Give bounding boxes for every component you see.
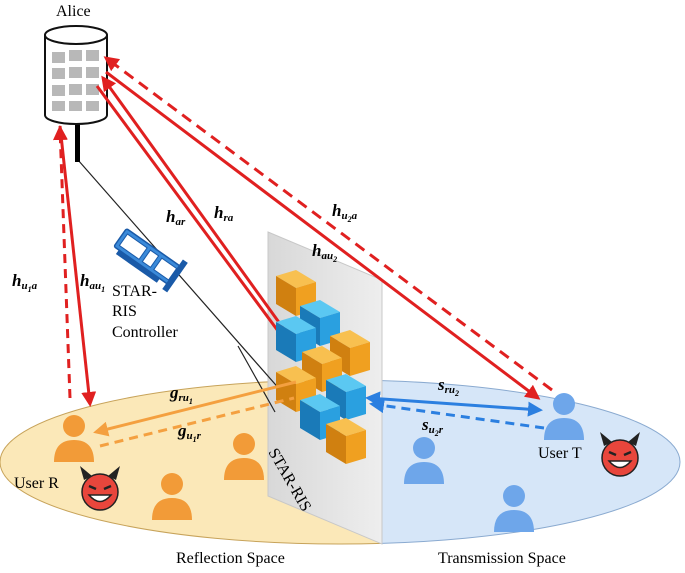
link-g-ru1: [93, 380, 297, 437]
transmission-region: [382, 380, 681, 544]
alice-label: Alice: [56, 3, 91, 20]
transmission-space-label: Transmission Space: [438, 550, 566, 567]
user-r-label: User R: [14, 475, 59, 492]
link-s-ru2: [365, 391, 543, 417]
link-h-ra: [101, 75, 298, 347]
reflection-user-icon: [152, 473, 192, 520]
label-s-u2r: su2r: [421, 415, 444, 438]
controller-label-line3: Controller: [112, 324, 178, 341]
ris-element: [326, 374, 366, 420]
alice-base-station: [44, 25, 108, 162]
link-h-u2a: [103, 56, 553, 392]
label-s-ru2: sru2: [437, 375, 459, 398]
link-h-ar: [95, 85, 300, 361]
label-h-u1a: hu1a: [12, 271, 38, 294]
transmission-user-icon: [494, 485, 534, 532]
label-h-ar: har: [166, 207, 186, 228]
controller-board-icon: [113, 228, 188, 293]
ris-to-ground-line: [237, 345, 276, 413]
reflection-user-icon: [224, 433, 264, 480]
label-h-u2a: hu2a: [332, 201, 358, 224]
user-r-icon: [54, 415, 94, 462]
ris-elements: [276, 270, 370, 464]
link-h-au1: [58, 125, 97, 407]
label-g-u1r: gu1r: [177, 421, 202, 444]
label-h-au2: hau2: [312, 241, 337, 264]
ris-element: [326, 418, 366, 464]
label-g-ru1: gru1: [169, 383, 193, 406]
controller-link: [77, 159, 283, 393]
reflection-space-label: Reflection Space: [176, 550, 285, 567]
link-h-au2: [105, 70, 541, 400]
label-h-au1: hau1: [80, 271, 105, 294]
transmission-user-icon: [404, 437, 444, 484]
user-t-label: User T: [538, 445, 582, 462]
eavesdropper-devil-icon: [600, 432, 640, 477]
label-h-ra: hra: [214, 203, 234, 224]
link-g-u1r: [99, 396, 295, 448]
eavesdropper-devil-icon: [80, 466, 120, 511]
controller-label-line1: STAR-: [112, 283, 157, 300]
user-t-icon: [544, 393, 584, 440]
link-h-u1a: [52, 125, 72, 399]
controller-label-line2: RIS: [112, 303, 137, 320]
